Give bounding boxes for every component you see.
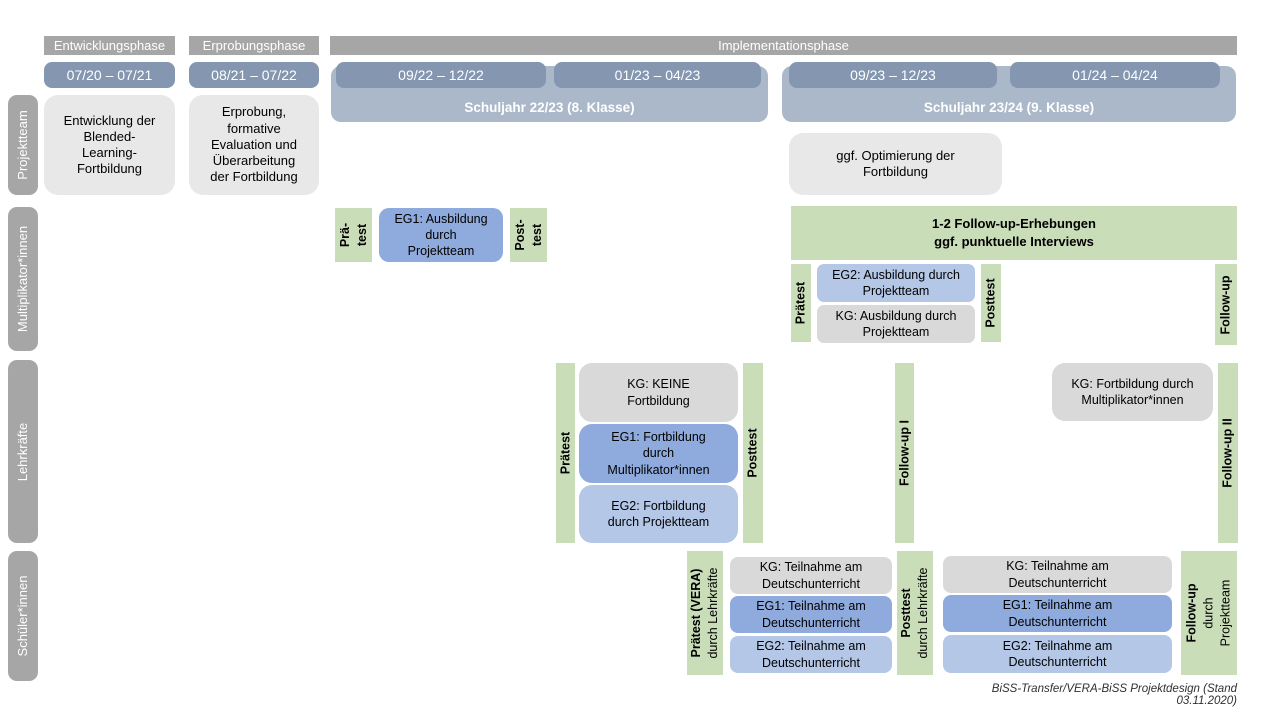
row-label-lehrkraefte: Lehrkräfte — [8, 360, 38, 543]
phase-header-erprobungsphase: Erprobungsphase — [189, 36, 319, 55]
bar-posttest-schueler-line2: durch Lehrkräfte — [916, 567, 930, 659]
date-range-0923-1223: 09/23 – 12/23 — [789, 62, 997, 88]
bar-posttest-lehrkraefte-text: Posttest — [745, 428, 760, 478]
bar-followup2-text: Follow-up II — [1220, 418, 1235, 488]
box-optimierung-fortbildung: ggf. Optimierung der Fortbildung — [789, 133, 1002, 195]
bar-praetest-vera-schueler: Prätest (VERA) durch Lehrkräfte — [687, 551, 723, 675]
row-label-multiplikatorinnen: Multiplikator*innen — [8, 207, 38, 351]
bar-followup-multiplikatoren-text: Follow-up — [1218, 274, 1233, 335]
box-erprobung-evaluation: Erprobung, formative Evaluation und Über… — [189, 95, 319, 195]
bar-followup-schueler-line1: Follow-up — [1184, 583, 1199, 643]
bar-posttest-schueler: Posttest durch Lehrkräfte — [897, 551, 933, 675]
box-eg1-ausbildung-projektteam: EG1: Ausbildung durch Projektteam — [379, 208, 503, 262]
box-eg2-ausbildung-projektteam: EG2: Ausbildung durch Projektteam — [817, 264, 975, 302]
bar-posttest-line2: test — [529, 223, 544, 247]
bar-praetest2-text: Prätest — [793, 281, 808, 325]
date-range-0720-0721: 07/20 – 07/21 — [44, 62, 175, 88]
bar-praetest-line1: Prä- — [337, 222, 352, 248]
row-label-projektteam: Projektteam — [8, 95, 38, 195]
bar-praetest-line2: test — [354, 223, 369, 247]
box-eg1-teilnahme-1: EG1: Teilnahme am Deutschunterricht — [730, 596, 892, 633]
bar-posttest-schueler-line1: Posttest — [899, 588, 914, 638]
bar-followup-schueler-line3: Projektteam — [1218, 579, 1233, 647]
bar-praetest-lehrkraefte: Prätest — [556, 363, 575, 543]
bar-praetest-multiplikatoren: Prä- test — [335, 208, 372, 262]
box-eg1-fortbildung-multiplikatoren: EG1: Fortbildung durch Multiplikator*inn… — [579, 424, 738, 483]
box-eg1-teilnahme-2: EG1: Teilnahme am Deutschunterricht — [943, 595, 1172, 632]
bar-followup-multiplikatoren: Follow-up — [1215, 264, 1237, 345]
date-range-0821-0722: 08/21 – 07/22 — [189, 62, 319, 88]
box-eg2-teilnahme-1: EG2: Teilnahme am Deutschunterricht — [730, 636, 892, 673]
bar-praetest-vera-line1: Prätest (VERA) — [689, 568, 704, 658]
row-label-schuelerinnen-text: Schüler*innen — [15, 575, 31, 657]
date-range-0124-0424: 01/24 – 04/24 — [1010, 62, 1220, 88]
bar-posttest-line1: Post- — [512, 219, 527, 251]
box-followup-erhebungen: 1-2 Follow-up-Erhebungen ggf. punktuelle… — [791, 206, 1237, 260]
box-kg-ausbildung-projektteam: KG: Ausbildung durch Projektteam — [817, 305, 975, 343]
bar-posttest-lehrkraefte: Posttest — [743, 363, 763, 543]
bar-followup2-lehrkraefte: Follow-up II — [1218, 363, 1238, 543]
box-kg-teilnahme-1: KG: Teilnahme am Deutschunterricht — [730, 557, 892, 594]
box-kg-fortbildung-multiplikatoren: KG: Fortbildung durch Multiplikator*inne… — [1052, 363, 1213, 421]
row-label-multiplikatorinnen-text: Multiplikator*innen — [15, 225, 31, 333]
bar-posttest-multiplikatoren: Post- test — [510, 208, 547, 262]
bar-praetest-lehrkraefte-text: Prätest — [558, 431, 573, 475]
box-entwicklung-fortbildung: Entwicklung der Blended- Learning- Fortb… — [44, 95, 175, 195]
row-label-lehrkraefte-text: Lehrkräfte — [15, 422, 31, 481]
box-kg-keine-fortbildung: KG: KEINE Fortbildung — [579, 363, 738, 422]
bar-followup1-text: Follow-up I — [897, 420, 912, 486]
bar-followup-schueler-line2: durch — [1201, 597, 1216, 629]
footer-caption: BiSS-Transfer/VERA-BiSS Projektdesign (S… — [991, 683, 1237, 707]
bar-praetest2-multiplikatoren: Prätest — [791, 264, 811, 342]
row-label-projektteam-text: Projektteam — [15, 110, 31, 180]
bar-posttest2-multiplikatoren: Posttest — [981, 264, 1001, 342]
box-kg-teilnahme-2: KG: Teilnahme am Deutschunterricht — [943, 556, 1172, 593]
bar-followup-schueler: Follow-up durch Projektteam — [1181, 551, 1237, 675]
bar-followup1-lehrkraefte: Follow-up I — [895, 363, 914, 543]
date-range-0123-0423: 01/23 – 04/23 — [554, 62, 761, 88]
bar-praetest-vera-line2: durch Lehrkräfte — [706, 567, 720, 659]
box-eg2-fortbildung-projektteam: EG2: Fortbildung durch Projektteam — [579, 485, 738, 543]
phase-header-implementationsphase: Implementationsphase — [330, 36, 1237, 55]
box-eg2-teilnahme-2: EG2: Teilnahme am Deutschunterricht — [943, 635, 1172, 673]
bar-posttest2-text: Posttest — [983, 278, 998, 328]
phase-header-entwicklungsphase: Entwicklungsphase — [44, 36, 175, 55]
date-range-0922-1222: 09/22 – 12/22 — [336, 62, 546, 88]
row-label-schuelerinnen: Schüler*innen — [8, 551, 38, 681]
